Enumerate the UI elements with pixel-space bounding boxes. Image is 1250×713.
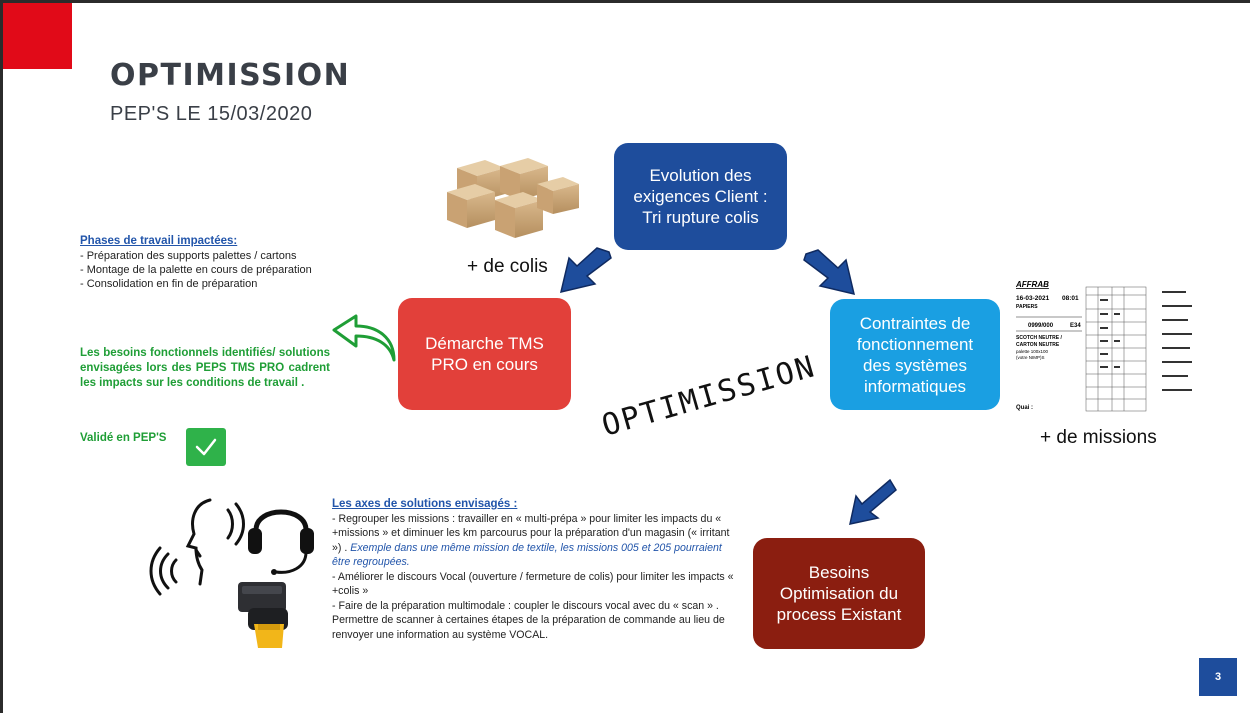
- doc-item-2: CARTON NEUTRE: [1016, 342, 1060, 348]
- slide-title: OPTIMISSION: [110, 58, 351, 93]
- arrow-down-left-icon: [559, 247, 612, 294]
- frame-top-border: [0, 0, 1250, 3]
- phases-item: - Préparation des supports palettes / ca…: [80, 250, 297, 262]
- box-contraintes: Contraintes de fonctionnement des systèm…: [830, 299, 1000, 410]
- slide-subtitle: PEP'S LE 15/03/2020: [110, 103, 313, 125]
- axes-item-3: - Faire de la préparation multimodale : …: [332, 599, 725, 641]
- document-thumbnail-icon: AFFRAB 16-03-2021 08:01 PAPIERS 0999/000…: [1012, 277, 1212, 417]
- axes-item-2: - Améliorer le discours Vocal (ouverture…: [332, 570, 734, 598]
- arrow-down-right-icon: [803, 249, 856, 296]
- box-evolution-exigences: Evolution des exigences Client : Tri rup…: [614, 143, 787, 250]
- box-demarche-tms: Démarche TMS PRO en cours: [398, 298, 571, 410]
- caption-more-missions: + de missions: [1040, 427, 1157, 448]
- curved-arrow-left-icon: [332, 314, 396, 362]
- solutions-axes-block: Les axes de solutions envisagés : - Regr…: [332, 497, 737, 642]
- doc-time: 08:01: [1062, 295, 1079, 302]
- doc-date: 16-03-2021: [1016, 295, 1050, 302]
- doc-line1: PAPIERS: [1016, 304, 1038, 310]
- phases-item: - Montage de la palette en cours de prép…: [80, 264, 312, 276]
- green-note: Les besoins fonctionnels identifiés/ sol…: [80, 347, 330, 389]
- doc-code2: E34: [1070, 323, 1081, 329]
- phases-heading: Phases de travail impactées:: [80, 235, 238, 247]
- doc-item-1: SCOTCH NEUTRE /: [1016, 335, 1062, 341]
- optimission-watermark: OPTIMISSION: [598, 349, 820, 444]
- axes-heading: Les axes de solutions envisagés :: [332, 498, 518, 510]
- red-corner-block: [3, 3, 72, 69]
- phases-block: Phases de travail impactées: - Préparati…: [80, 234, 328, 291]
- doc-header: AFFRAB: [1015, 280, 1049, 289]
- voice-headset-icon: [149, 498, 314, 596]
- doc-code: 0999/000: [1028, 323, 1054, 329]
- validated-label: Validé en PEP'S: [80, 432, 167, 444]
- arrow-down-left-icon: [849, 478, 897, 525]
- ring-scanner-icon: [238, 582, 288, 648]
- phases-item: - Consolidation en fin de préparation: [80, 278, 258, 290]
- axes-item-1: - Regrouper les missions : travailler en…: [332, 512, 737, 570]
- box-besoins-optimisation: Besoins Optimisation du process Existant: [753, 538, 925, 649]
- doc-item-4: (votre NIMP)S: [1016, 355, 1045, 360]
- doc-footer: Quai :: [1016, 405, 1033, 411]
- caption-more-parcels: + de colis: [467, 256, 548, 277]
- page-number-badge: 3: [1199, 658, 1237, 696]
- axes-item-1-example: Exemple dans une même mission de textile…: [332, 541, 722, 569]
- axes-item-1-text: - Regrouper les missions : travailler en…: [332, 512, 730, 554]
- doc-item-3: palette 100x100: [1016, 349, 1049, 354]
- frame-left-border: [0, 0, 3, 713]
- check-icon: [186, 428, 226, 466]
- boxes-stack-icon: [447, 158, 579, 238]
